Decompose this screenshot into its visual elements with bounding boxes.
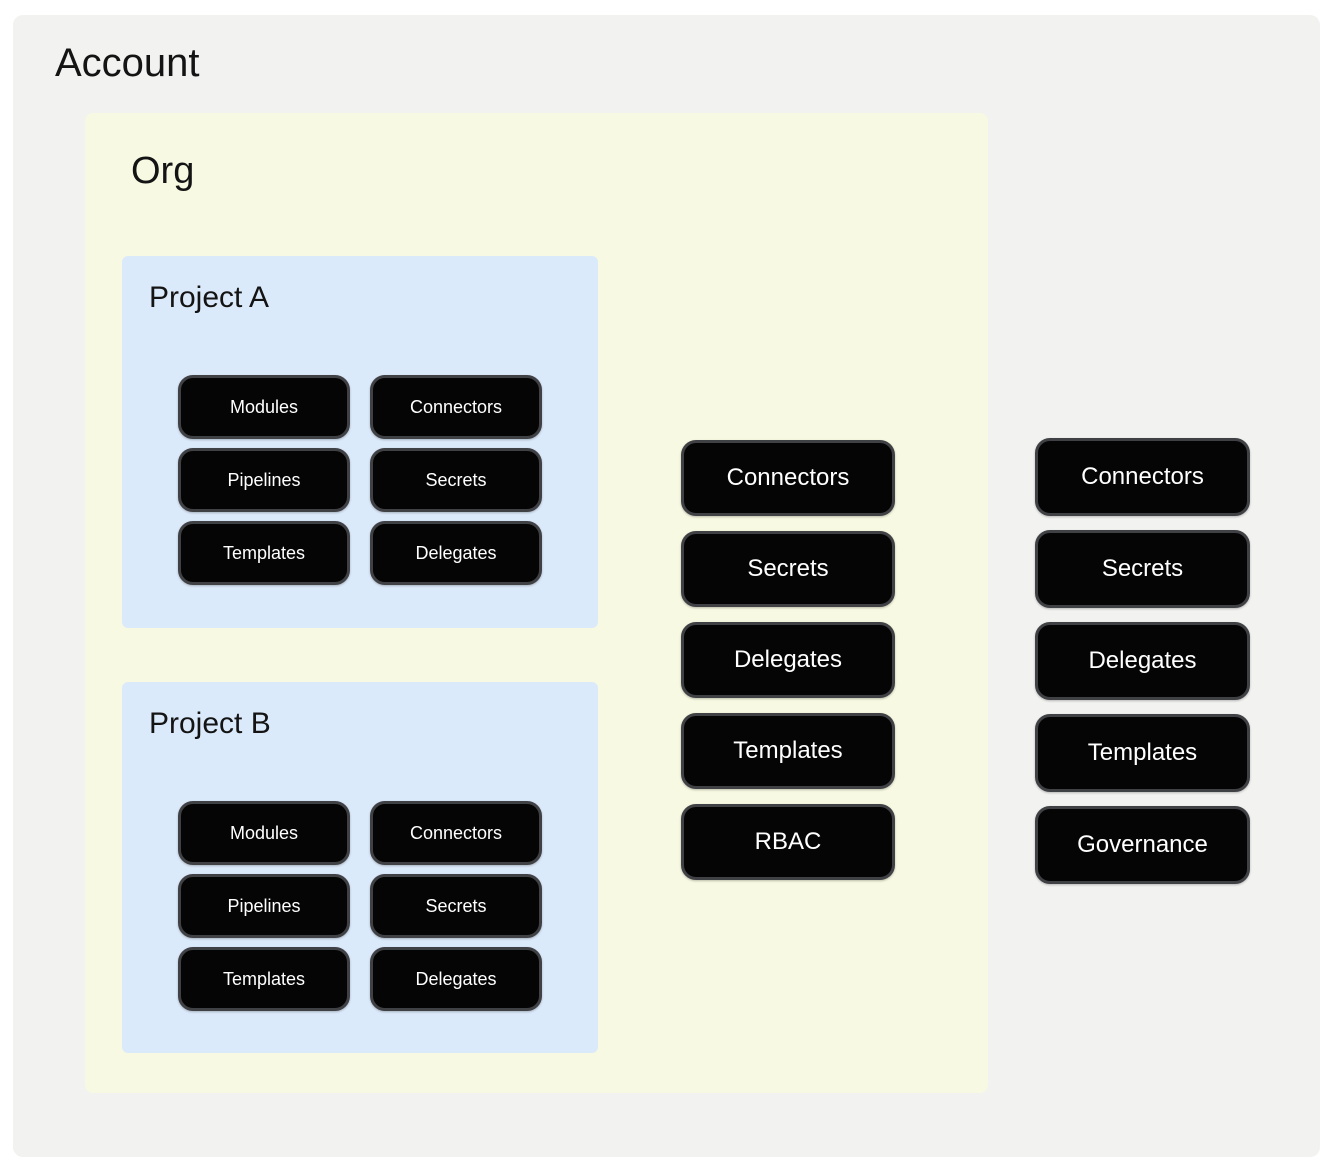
- account-delegates-pill: Delegates: [1035, 622, 1250, 700]
- org-rbac-pill: RBAC: [681, 804, 895, 880]
- org-resource-column: Connectors Secrets Delegates Templates R…: [681, 440, 895, 880]
- org-secrets-pill: Secrets: [681, 531, 895, 607]
- project-b-secrets-pill: Secrets: [370, 874, 542, 938]
- project-b-modules-pill: Modules: [178, 801, 350, 865]
- project-a-resource-grid: Modules Connectors Pipelines Secrets Tem…: [178, 375, 542, 585]
- project-a-templates-pill: Templates: [178, 521, 350, 585]
- org-title: Org: [131, 150, 195, 192]
- project-b-resource-grid: Modules Connectors Pipelines Secrets Tem…: [178, 801, 542, 1011]
- org-container: Org Project A Modules Connectors Pipelin…: [85, 113, 988, 1093]
- project-b-delegates-pill: Delegates: [370, 947, 542, 1011]
- org-templates-pill: Templates: [681, 713, 895, 789]
- project-a-container: Project A Modules Connectors Pipelines S…: [122, 256, 598, 628]
- account-container: Account Org Project A Modules Connectors…: [13, 15, 1320, 1157]
- project-b-pipelines-pill: Pipelines: [178, 874, 350, 938]
- project-a-secrets-pill: Secrets: [370, 448, 542, 512]
- project-b-container: Project B Modules Connectors Pipelines S…: [122, 682, 598, 1053]
- account-governance-pill: Governance: [1035, 806, 1250, 884]
- account-connectors-pill: Connectors: [1035, 438, 1250, 516]
- project-a-delegates-pill: Delegates: [370, 521, 542, 585]
- project-b-connectors-pill: Connectors: [370, 801, 542, 865]
- project-a-title: Project A: [149, 281, 270, 314]
- project-a-modules-pill: Modules: [178, 375, 350, 439]
- account-title: Account: [55, 41, 200, 85]
- org-delegates-pill: Delegates: [681, 622, 895, 698]
- project-a-connectors-pill: Connectors: [370, 375, 542, 439]
- org-connectors-pill: Connectors: [681, 440, 895, 516]
- account-secrets-pill: Secrets: [1035, 530, 1250, 608]
- account-templates-pill: Templates: [1035, 714, 1250, 792]
- project-a-pipelines-pill: Pipelines: [178, 448, 350, 512]
- account-resource-column: Connectors Secrets Delegates Templates G…: [1035, 438, 1250, 884]
- project-b-title: Project B: [149, 707, 271, 740]
- project-b-templates-pill: Templates: [178, 947, 350, 1011]
